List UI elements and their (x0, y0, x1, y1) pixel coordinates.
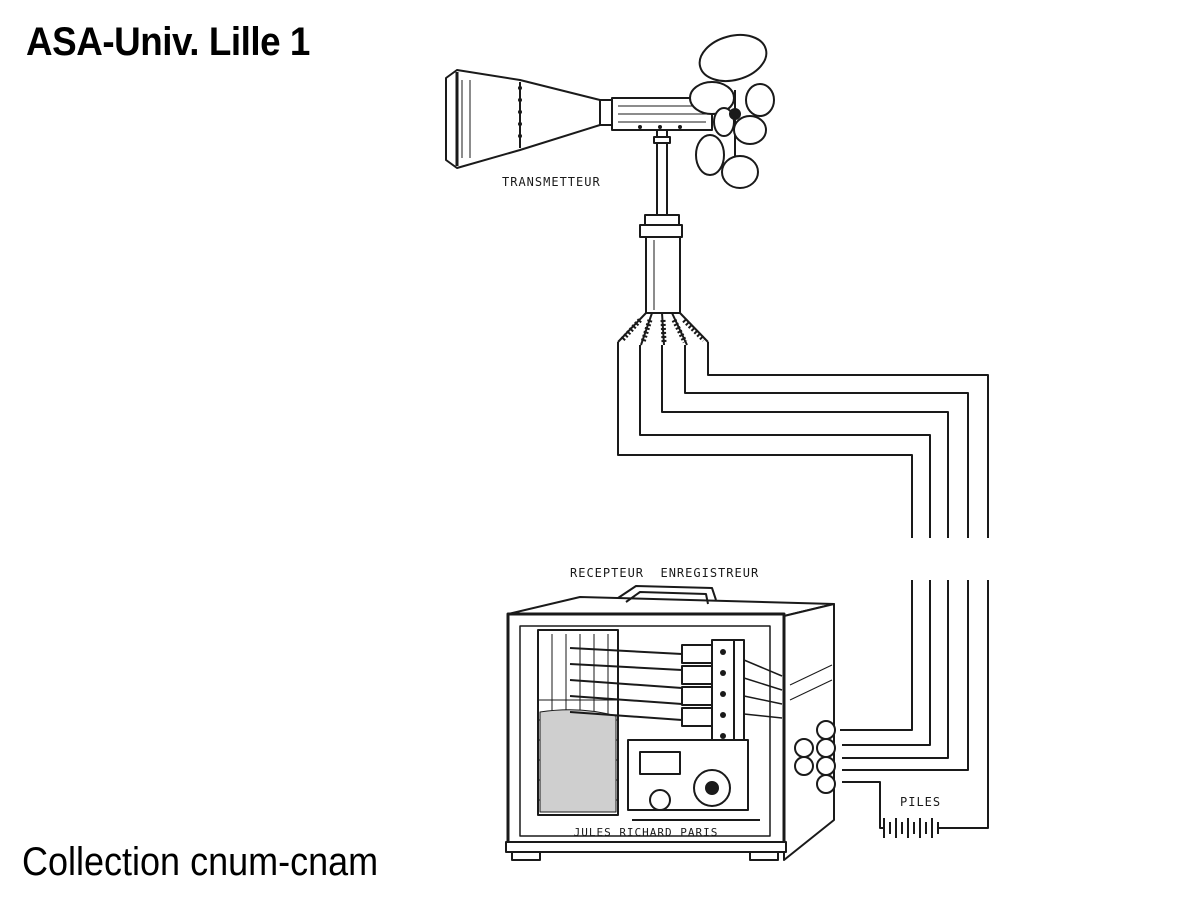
receiver-recorder: JULES RICHARD PARIS (505, 585, 836, 861)
batteries-label: PILES (900, 795, 941, 809)
collection-caption: Collection cnum-cnam (22, 840, 379, 884)
transmitter-mast (617, 130, 709, 346)
transmitter-vane (445, 69, 713, 169)
transmitter-label: TRANSMETTEUR (502, 175, 601, 189)
receiver-label: RECEPTEUR ENREGISTREUR (570, 566, 759, 580)
cup-anemometer (689, 33, 775, 189)
page-title: ASA-Univ. Lille 1 (26, 20, 310, 64)
battery-cells (883, 818, 944, 838)
signal-cables (617, 342, 989, 829)
maker-label: JULES RICHARD PARIS (574, 826, 719, 839)
